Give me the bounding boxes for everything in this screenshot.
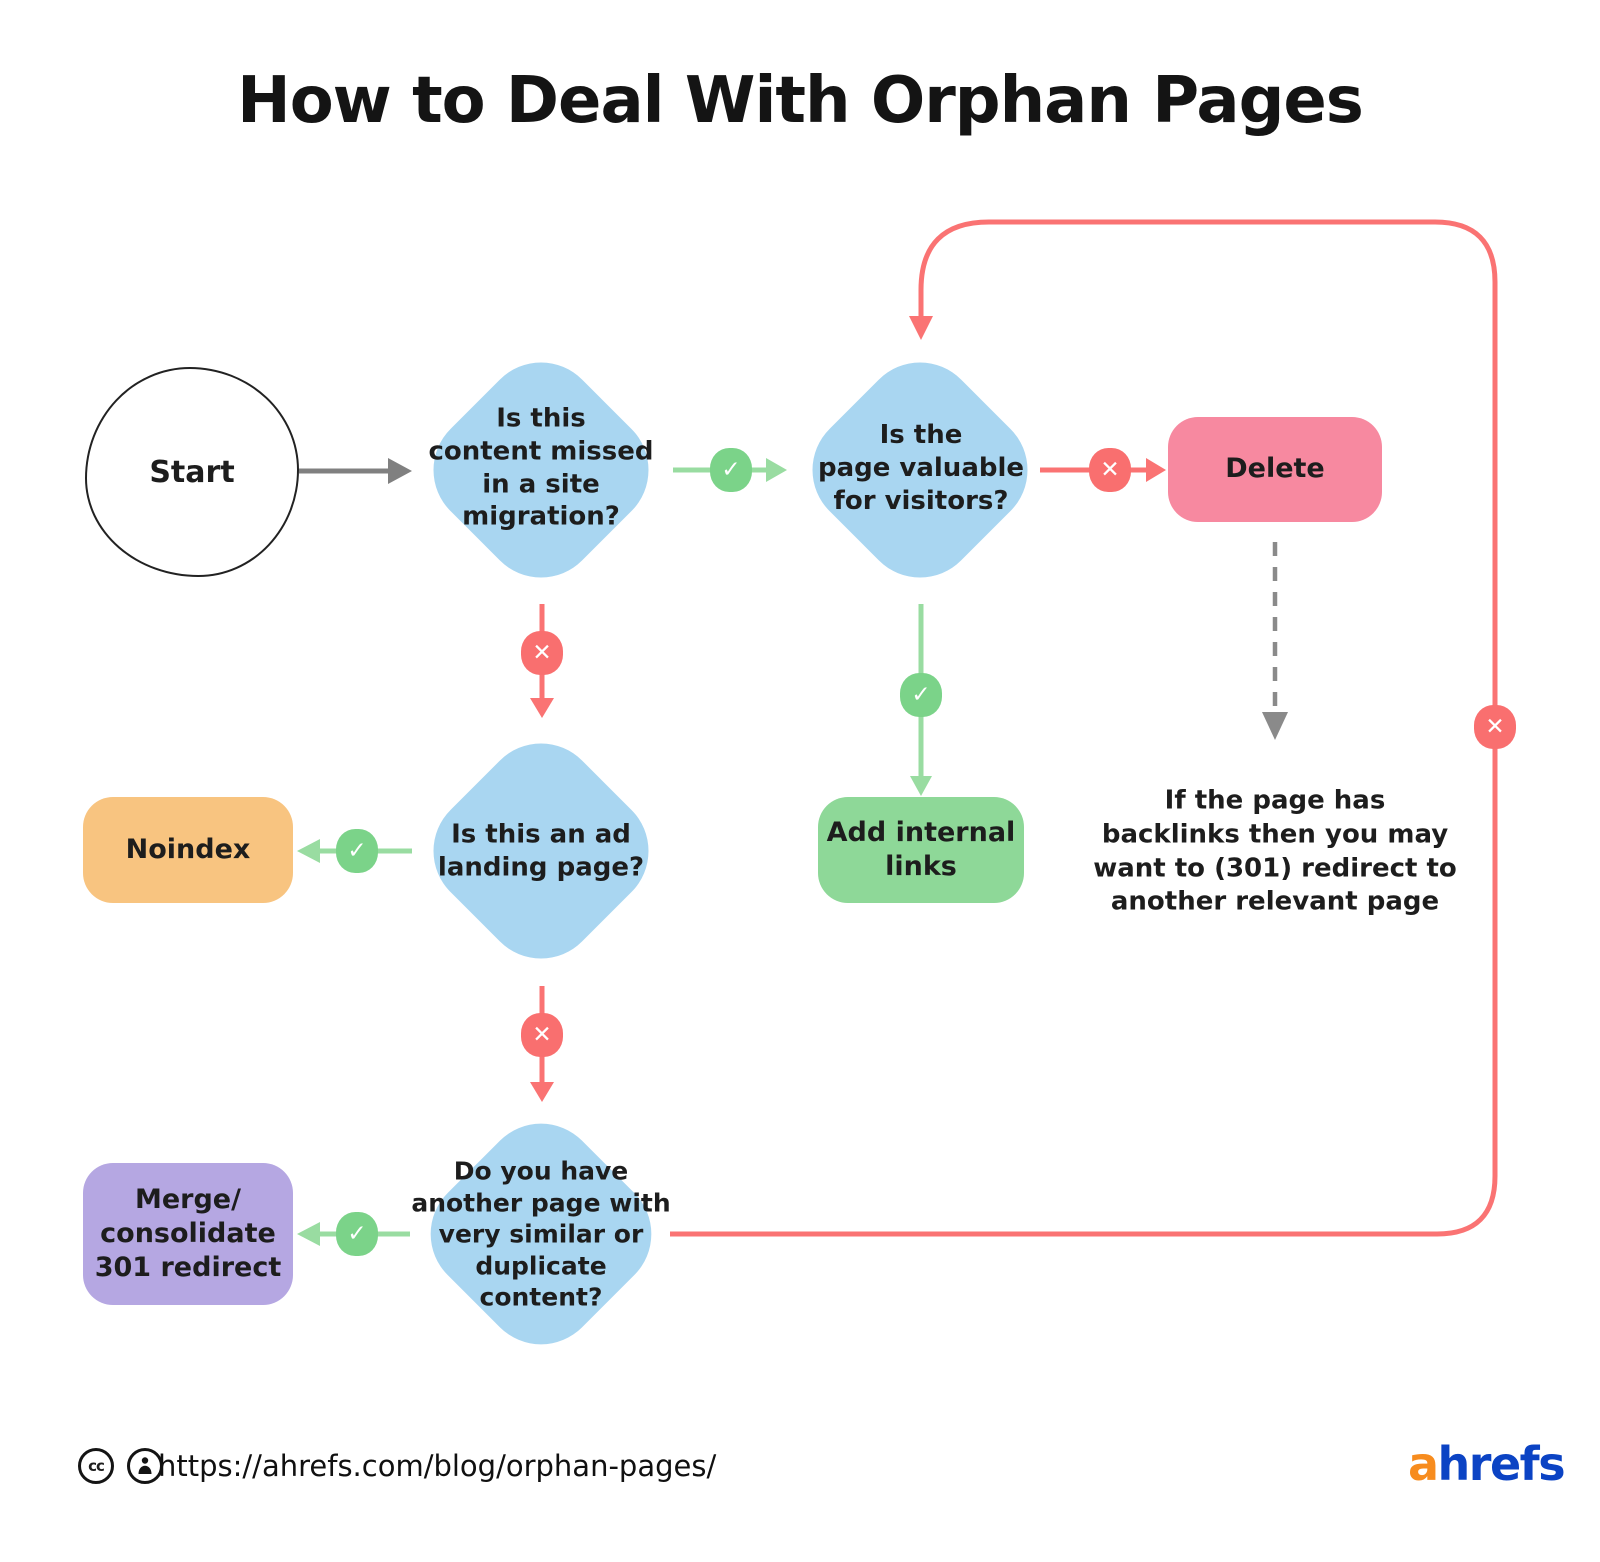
delete-node: Delete [1168, 417, 1382, 522]
check-icon: ✓ [900, 673, 942, 717]
start-label: Start [149, 454, 235, 490]
add-internal-links-node: Add internal links [818, 797, 1024, 903]
decision-migration-label: Is this content missed in a site migrati… [428, 403, 654, 532]
ahrefs-logo: ahrefs [1408, 1437, 1566, 1491]
connector-duplicate-no-loop-valuable [670, 219, 1498, 1237]
delete-label: Delete [1225, 453, 1325, 485]
add-internal-links-label: Add internal links [826, 816, 1016, 882]
check-icon: ✓ [336, 829, 378, 873]
attribution-person-icon [127, 1448, 163, 1484]
cross-icon: ✕ [521, 631, 563, 675]
source-url: https://ahrefs.com/blog/orphan-pages/ [158, 1449, 717, 1483]
decision-duplicate-label: Do you have another page with very simil… [411, 1156, 671, 1312]
check-icon: ✓ [336, 1212, 378, 1256]
page-title: How to Deal With Orphan Pages [237, 64, 1364, 138]
check-icon: ✓ [710, 448, 752, 492]
merge-label: Merge/ consolidate 301 redirect [94, 1183, 282, 1283]
noindex-node: Noindex [83, 797, 293, 903]
backlinks-note: If the page has backlinks then you may w… [1093, 785, 1457, 917]
decision-adlanding-label: Is this an ad landing page? [437, 819, 645, 882]
noindex-label: Noindex [125, 833, 251, 865]
connector-delete-backlinks-note [1262, 542, 1288, 740]
decision-valuable-label: Is the page valuable for visitors? [817, 419, 1025, 516]
creative-commons-icon: cc [78, 1448, 114, 1484]
cross-icon: ✕ [1089, 448, 1131, 492]
start-node: Start [85, 367, 299, 577]
cross-icon: ✕ [1474, 705, 1516, 749]
connector-start-to-migration [299, 458, 412, 484]
cross-icon: ✕ [521, 1013, 563, 1057]
merge-node: Merge/ consolidate 301 redirect [83, 1163, 293, 1305]
